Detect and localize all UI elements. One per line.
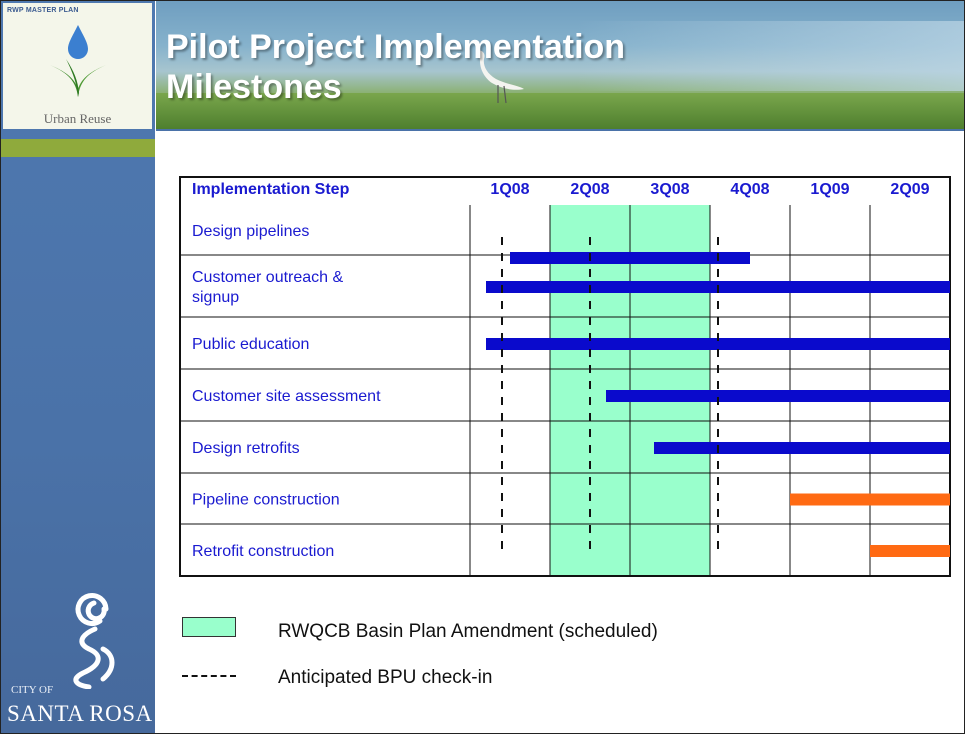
step-label: Customer site assessment bbox=[192, 388, 381, 405]
step-label: Public education bbox=[192, 336, 309, 353]
banner-water bbox=[576, 21, 964, 91]
slide-title: Pilot Project Implementation Milestones bbox=[166, 27, 806, 107]
legend-checkin-swatch bbox=[182, 675, 236, 677]
quarter-label: 4Q08 bbox=[730, 181, 769, 198]
task-bar bbox=[606, 390, 950, 402]
quarter-label: 3Q08 bbox=[650, 181, 689, 198]
legend-checkin-label: Anticipated BPU check-in bbox=[278, 667, 493, 688]
step-label: signup bbox=[192, 289, 239, 306]
step-label: Retrofit construction bbox=[192, 543, 334, 560]
logo-top-text: RWP MASTER PLAN bbox=[7, 7, 79, 14]
step-label: Pipeline construction bbox=[192, 492, 340, 509]
city-of-label: CITY OF bbox=[11, 684, 54, 696]
header-divider bbox=[156, 129, 964, 131]
water-drop-plant-icon bbox=[50, 25, 106, 97]
table-labels: Implementation Step 1Q08 2Q08 3Q08 4Q08 1Q09 2… bbox=[192, 181, 930, 560]
logo-bottom-text: Urban Reuse bbox=[43, 111, 112, 126]
quarter-label: 1Q09 bbox=[810, 181, 849, 198]
santa-rosa-label: SANTA ROSA bbox=[7, 701, 153, 726]
quarter-label: 2Q08 bbox=[570, 181, 609, 198]
rwp-logo: RWP MASTER PLAN Urban Reuse bbox=[3, 3, 152, 129]
gantt-chart: Implementation Step 1Q08 2Q08 3Q08 4Q08 1Q09 2… bbox=[179, 176, 951, 577]
task-bar bbox=[654, 442, 950, 454]
step-label: Design pipelines bbox=[192, 223, 309, 240]
banner-grass bbox=[156, 93, 964, 129]
sidebar-accent-bar bbox=[1, 139, 155, 157]
checkin-lines bbox=[501, 237, 719, 554]
legend-amendment-label: RWQCB Basin Plan Amendment (scheduled) bbox=[278, 621, 658, 642]
step-label: Design retrofits bbox=[192, 440, 300, 457]
task-bar bbox=[510, 252, 750, 264]
task-bar bbox=[486, 338, 950, 350]
santa-rosa-rose-icon bbox=[73, 593, 115, 689]
step-label: Customer outreach & bbox=[192, 269, 344, 286]
task-bar bbox=[870, 545, 950, 557]
slide-title-line2: Milestones bbox=[166, 68, 342, 106]
slide-title-line1: Pilot Project Implementation bbox=[166, 28, 626, 66]
legend-amendment-swatch bbox=[182, 617, 236, 637]
header-step-label: Implementation Step bbox=[192, 181, 350, 198]
egret-icon bbox=[476, 50, 524, 104]
task-bar bbox=[790, 493, 950, 506]
header-banner-photo bbox=[156, 1, 964, 129]
quarter-label: 1Q08 bbox=[490, 181, 529, 198]
quarter-label: 2Q09 bbox=[890, 181, 929, 198]
table-border bbox=[179, 176, 951, 577]
